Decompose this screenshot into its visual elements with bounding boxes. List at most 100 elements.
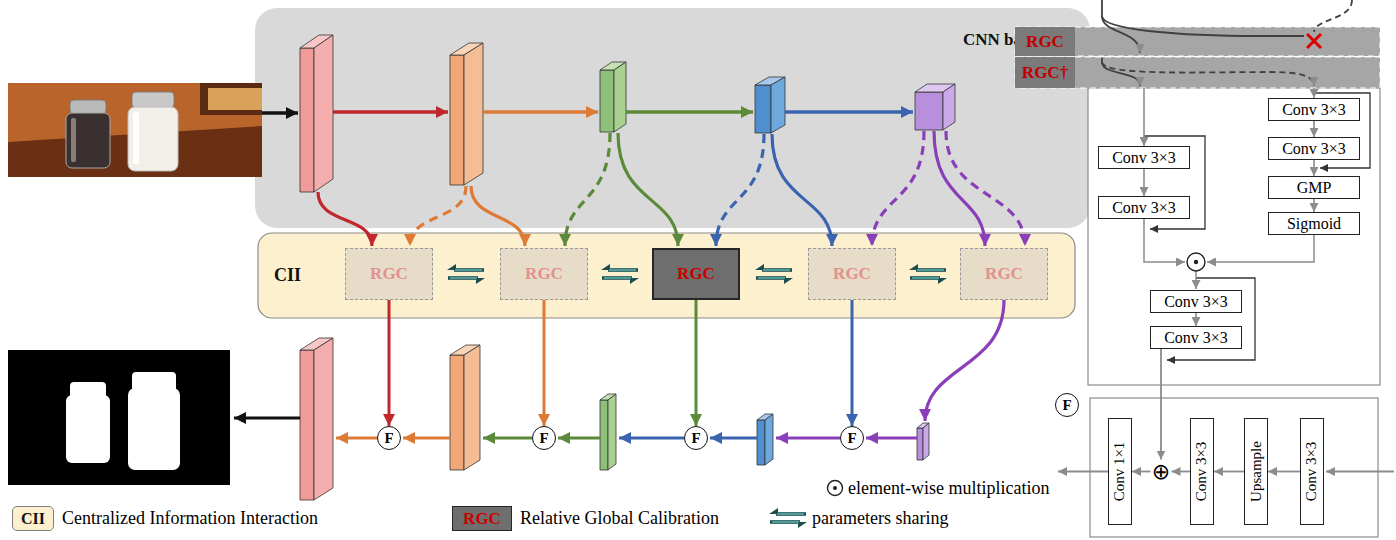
flow-arrow bbox=[483, 110, 598, 114]
layer-box: Upsample bbox=[1244, 418, 1268, 525]
legend-swatch: RGC bbox=[452, 506, 512, 531]
sharing-symbol bbox=[447, 264, 485, 284]
flow-arrow bbox=[262, 112, 913, 113]
lateral-arrow bbox=[410, 186, 466, 246]
rgc-block: RGC bbox=[345, 248, 433, 300]
feature-map bbox=[600, 400, 608, 470]
node-label: Conv 1×1 bbox=[1112, 442, 1129, 502]
node-label: RGC bbox=[833, 264, 871, 284]
node-label: F bbox=[691, 431, 700, 446]
feature-map bbox=[923, 423, 929, 460]
layer-box: Conv 1×1 bbox=[1108, 418, 1132, 525]
node-label: RGC bbox=[985, 264, 1023, 284]
node-label: Upsample bbox=[1248, 441, 1265, 502]
variant-stripe bbox=[1015, 27, 1380, 88]
input-photo bbox=[8, 83, 262, 177]
input-photo bbox=[66, 113, 110, 168]
input-photo bbox=[133, 112, 139, 164]
connector-arrow bbox=[1214, 471, 1244, 473]
internal-wire bbox=[1058, 471, 1108, 473]
node-label: Conv 3×3 bbox=[1304, 442, 1321, 502]
node-label: CII bbox=[274, 265, 301, 286]
node-label: F bbox=[1062, 398, 1071, 413]
legend-text: parameters sharing bbox=[812, 508, 948, 528]
backbone-panel: CNN backbone bbox=[255, 8, 1090, 228]
legend-item: parameters sharing bbox=[812, 506, 948, 530]
layer-box: Sigmoid bbox=[1268, 212, 1360, 235]
variant-stripe bbox=[1015, 27, 1380, 56]
connector-arrow bbox=[1313, 121, 1315, 137]
connector-arrow bbox=[851, 300, 854, 426]
connector-arrow bbox=[1313, 160, 1315, 176]
output-mask bbox=[66, 395, 110, 463]
legend-item: Relative Global Calibration bbox=[520, 506, 719, 530]
lateral-arrow bbox=[872, 131, 924, 246]
connector-arrow bbox=[1160, 349, 1162, 460]
rgc-block: RGC bbox=[808, 248, 896, 300]
connector-arrow bbox=[695, 300, 698, 426]
node-label: F bbox=[539, 431, 548, 446]
legend-text: Centralized Information Interaction bbox=[62, 508, 318, 528]
legend-text: element-wise multiplication bbox=[848, 478, 1049, 498]
node-label: RGC bbox=[525, 264, 563, 284]
rgc-block: RGC bbox=[652, 248, 740, 300]
node-label: Conv 3×3 bbox=[1112, 149, 1176, 167]
output-mask bbox=[128, 388, 180, 470]
feature-map bbox=[915, 92, 943, 130]
feature-map bbox=[917, 428, 923, 460]
layer-box: Conv 3×3 bbox=[1300, 418, 1324, 525]
node-label: RGC bbox=[1015, 32, 1075, 52]
feature-map bbox=[614, 62, 626, 132]
panel-fills bbox=[1090, 398, 1378, 537]
fusion-circle: F bbox=[377, 426, 401, 450]
connector-arrow bbox=[388, 300, 391, 426]
internal-wire bbox=[1326, 471, 1394, 473]
layer-box: Conv 3×3 bbox=[1190, 418, 1214, 525]
legend-item: element-wise multiplication bbox=[848, 476, 1049, 500]
multiply-symbol bbox=[833, 486, 837, 490]
layer-box: Conv 3×3 bbox=[1268, 98, 1360, 121]
feature-map bbox=[771, 77, 785, 133]
connector-arrow bbox=[1143, 88, 1145, 146]
feature-map bbox=[314, 338, 333, 500]
feature-map bbox=[943, 84, 955, 130]
flow-arrow bbox=[262, 111, 298, 115]
lateral-arrow bbox=[318, 131, 1025, 421]
input-photo bbox=[128, 107, 178, 171]
panel-fills bbox=[1088, 88, 1380, 385]
panel-fills bbox=[255, 8, 1090, 228]
input-photo bbox=[71, 118, 76, 162]
fusion-circle: F bbox=[1055, 393, 1079, 417]
fusion-circle: F bbox=[840, 426, 864, 450]
feature-map bbox=[765, 414, 773, 465]
flow-arrow bbox=[626, 110, 753, 114]
feature-map bbox=[755, 85, 771, 133]
connector-arrow bbox=[1313, 199, 1315, 212]
decoder-arrow bbox=[483, 436, 532, 439]
decoder-arrow bbox=[619, 436, 684, 439]
lateral-arrow bbox=[946, 131, 1025, 246]
feature-map bbox=[600, 70, 614, 132]
multiply-symbol bbox=[1194, 260, 1198, 264]
connector-arrow bbox=[1268, 471, 1300, 473]
connector-arrow bbox=[1143, 169, 1145, 196]
node-label: F bbox=[847, 431, 856, 446]
lateral-arrow bbox=[716, 134, 764, 246]
feature-map bbox=[450, 55, 464, 185]
sharing-symbol bbox=[769, 508, 807, 528]
node-label: RGC bbox=[677, 264, 715, 284]
feature-map bbox=[450, 355, 464, 470]
input-photo bbox=[8, 83, 262, 177]
input-photo bbox=[70, 100, 106, 114]
node-label: Conv 3×3 bbox=[1164, 293, 1228, 311]
panel-fills bbox=[255, 8, 1380, 537]
decoder-arrow bbox=[776, 436, 840, 439]
legend-text: Relative Global Calibration bbox=[520, 508, 719, 528]
decoder-arrow bbox=[234, 416, 300, 419]
layer-box: Conv 3×3 bbox=[1098, 146, 1190, 169]
sharing-symbol bbox=[909, 264, 947, 284]
decoder-arrow bbox=[558, 436, 600, 439]
sum-symbol: ⊕ bbox=[1151, 460, 1172, 484]
node-label: Conv 3×3 bbox=[1164, 329, 1228, 347]
input-photo bbox=[132, 92, 174, 108]
